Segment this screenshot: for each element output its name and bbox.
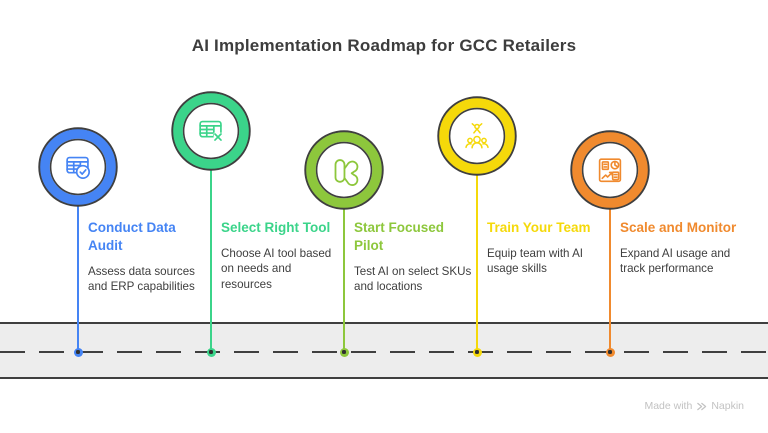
watermark-brand: Napkin [711,400,744,412]
road-bottom-line [0,377,768,380]
page-title: AI Implementation Roadmap for GCC Retail… [191,36,577,55]
road-center-dashed-line [0,350,768,354]
step-circle [171,91,251,171]
step-heading: Select Right Tool [221,220,331,235]
step-heading: Scale and Monitor [620,220,737,235]
road-marker-dot [605,347,615,357]
road-marker-dot [73,347,83,357]
step-heading: Start Focused Pilot [354,220,445,253]
step-description: Expand AI usage and track performance [620,246,731,276]
step-description: Choose AI tool based on needs and resour… [221,246,332,292]
step-circle [437,96,517,176]
road-top-line [0,322,768,325]
connector-line [475,174,479,352]
road-marker-dot [206,347,216,357]
connector-line [608,208,612,352]
connector-line [342,208,346,352]
step-heading: Train Your Team [487,220,591,235]
watermark: Made with Napkin [644,400,744,412]
step-description: Assess data sources and ERP capabilities [88,264,195,294]
napkin-logo-icon [697,402,707,410]
table-check-icon [66,156,90,179]
watermark-prefix: Made with [644,400,693,412]
connector-line [209,169,213,352]
connector-line [76,205,80,352]
road-marker-dot [472,347,482,357]
step-heading: Conduct Data Audit [88,220,176,253]
table-x-icon [199,120,223,142]
step-description: Equip team with AI usage skills [487,246,584,276]
team-training-icon [465,123,489,149]
pilot-k-icon [334,159,359,186]
step-circle [570,130,650,210]
dashboard-monitor-icon [598,158,622,183]
road-marker-dot [339,347,349,357]
step-description: Test AI on select SKUs and locations [354,264,472,294]
